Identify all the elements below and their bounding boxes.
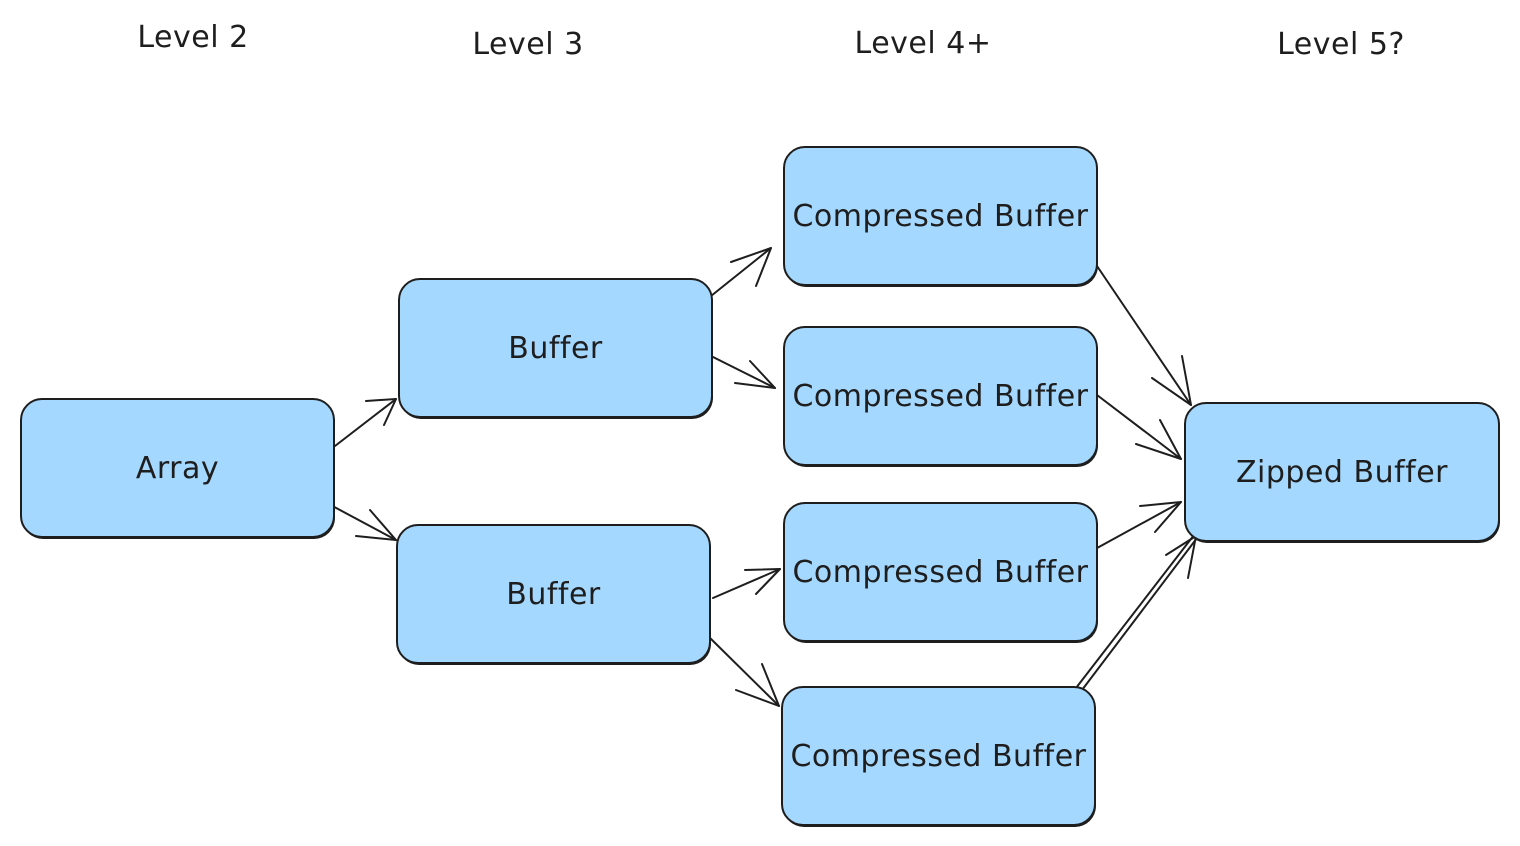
arrow-array-to-buffer-top: [334, 398, 397, 447]
buffer-node-top-label: Buffer: [508, 330, 603, 366]
zipped-buffer-label: Zipped Buffer: [1235, 454, 1449, 490]
arrow-buffer-top-to-compressed-2: [702, 351, 776, 389]
compressed-buffer-label-4: Compressed Buffer: [790, 738, 1087, 774]
buffer-node-bottom: Buffer: [396, 524, 711, 664]
compressed-buffer-label-2: Compressed Buffer: [792, 378, 1089, 414]
arrowhead: [730, 247, 772, 287]
arrowhead: [1135, 419, 1182, 460]
arrow-compressed-4-to-zipped-stroke: [1081, 537, 1198, 691]
arrow-buffer-top-to-compressed-1: [705, 247, 772, 301]
zipped-buffer-node: Zipped Buffer: [1184, 402, 1500, 542]
buffer-node-top: Buffer: [398, 278, 713, 418]
compressed-buffer-node-2: Compressed Buffer: [783, 326, 1098, 466]
arrow-compressed-3-to-zipped: [1087, 501, 1182, 554]
compressed-buffer-label-3: Compressed Buffer: [792, 554, 1089, 590]
level-5-label: Level 5?: [1277, 27, 1405, 62]
compressed-buffer-node-3: Compressed Buffer: [783, 502, 1098, 642]
array-node: Array: [20, 398, 335, 538]
buffer-node-bottom-label: Buffer: [506, 576, 601, 612]
level-2-label: Level 2: [137, 20, 249, 55]
arrowhead: [1165, 535, 1197, 579]
arrowhead: [735, 663, 780, 707]
arrow-buffer-bottom-to-compressed-4: [707, 635, 780, 707]
arrowhead: [355, 509, 397, 541]
compressed-buffer-node-1: Compressed Buffer: [783, 146, 1098, 286]
compressed-buffer-node-4: Compressed Buffer: [781, 686, 1096, 826]
array-node-label: Array: [135, 450, 220, 486]
arrow-array-to-buffer-bottom: [324, 501, 397, 541]
arrow-buffer-bottom-to-compressed-3: [712, 568, 781, 599]
arrowhead: [734, 360, 776, 389]
arrow-compressed-1-to-zipped: [1096, 265, 1192, 406]
arrowhead: [1139, 501, 1182, 533]
compressed-buffer-label-1: Compressed Buffer: [792, 198, 1089, 234]
arrowhead: [1151, 355, 1192, 406]
level-4-label: Level 4+: [854, 26, 992, 61]
arrowhead: [365, 398, 397, 426]
arrow-compressed-2-to-zipped: [1096, 394, 1182, 460]
level-3-label: Level 3: [472, 27, 584, 62]
arrowhead: [744, 568, 781, 595]
